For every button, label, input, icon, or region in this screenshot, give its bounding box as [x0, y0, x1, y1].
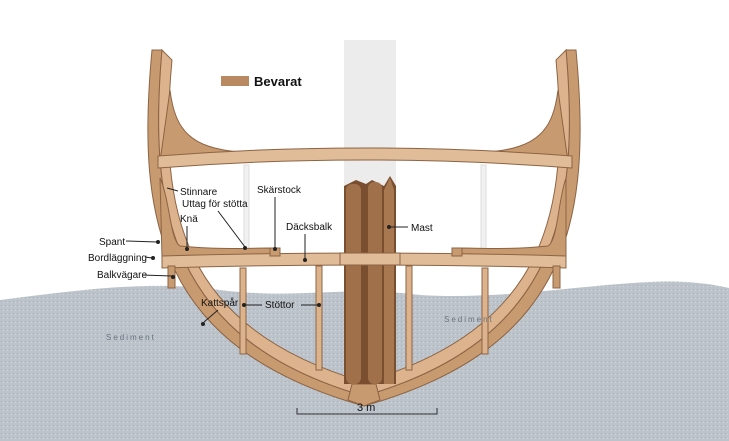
legend-label: Bevarat	[254, 74, 302, 89]
dot-mast	[387, 225, 391, 229]
label-kattspar: Kattspår	[201, 297, 239, 309]
support-post-white-left	[243, 164, 250, 256]
leader-spant	[125, 240, 158, 243]
scale-label: 3 m	[357, 402, 375, 414]
sediment-label-left: Sediment	[106, 333, 156, 342]
dot-dacksbalk	[303, 258, 307, 262]
label-mast: Mast	[411, 223, 433, 234]
label-kna: Knä	[180, 214, 198, 225]
leader-stinnare	[166, 187, 179, 192]
dot-uttag	[243, 246, 247, 250]
sediment-label-right: Sediment	[444, 315, 494, 324]
mast-light-column	[344, 40, 396, 190]
dot-kattspar	[201, 322, 205, 326]
label-spant: Spant	[99, 237, 125, 248]
label-skarstock: Skärstock	[257, 185, 302, 196]
dot-stottor-1	[242, 303, 246, 307]
label-stottor: Stöttor	[265, 300, 295, 311]
dot-spant	[156, 240, 160, 244]
leader-kattspar	[203, 309, 219, 323]
lower-deck-beam-front	[339, 252, 401, 266]
label-balkvagare: Balkvägare	[97, 270, 147, 281]
dot-skarstock	[273, 247, 277, 251]
dot-balkvagare	[171, 275, 175, 279]
hull-frame	[158, 48, 570, 397]
stanchion-2	[315, 265, 323, 371]
scale-bar	[296, 408, 438, 415]
dot-stottor-2	[317, 303, 321, 307]
support-post-white-right	[480, 164, 487, 254]
stanchion-4	[481, 267, 489, 355]
label-dacksbalk: Däcksbalk	[286, 222, 333, 233]
leader-balkvagare	[141, 274, 173, 277]
label-bordlaggning: Bordläggning	[88, 253, 147, 264]
leader-uttag	[217, 210, 246, 248]
stanchion-1	[239, 267, 247, 355]
mast	[344, 176, 396, 384]
legend-swatch	[221, 76, 249, 86]
lower-knee-left	[159, 177, 271, 259]
beam-shelf-right	[552, 265, 561, 289]
dot-kna	[185, 247, 189, 251]
leader-bordlaggning	[144, 256, 153, 259]
dot-bordlaggning	[151, 256, 155, 260]
stanchion-3	[405, 265, 413, 371]
upper-deck-beam	[157, 147, 573, 169]
label-stinnare: Stinnare	[180, 187, 218, 198]
skarstock-block-right	[451, 247, 463, 257]
label-uttag: Uttag för stötta	[182, 199, 248, 210]
